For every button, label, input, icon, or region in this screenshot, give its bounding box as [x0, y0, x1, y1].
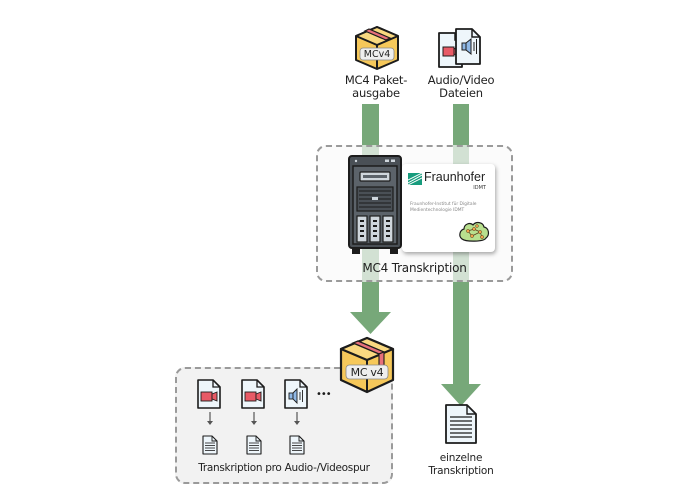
single-transcript-document-icon [444, 403, 478, 445]
server-tower-icon [347, 154, 403, 256]
package-label-line2: ausgabe [352, 86, 400, 100]
brain-network-icon [458, 219, 490, 243]
small-arrow-down-icon [293, 412, 301, 426]
package-icon [354, 25, 400, 71]
single-transcript-label-line2: Transkription [428, 464, 494, 477]
transcript-document-icon [202, 435, 218, 455]
fraunhofer-description-line1: Fraunhofer-Institut für Digitale [410, 202, 477, 207]
arrow-right-head [441, 384, 481, 406]
package-tag: MCv4 [363, 49, 391, 60]
package-label-line1: MC4 Paket- [344, 73, 408, 87]
package-label: MC4 Paket- ausgabe [330, 74, 422, 100]
video-file-icon [240, 378, 266, 410]
fraunhofer-description-line2: Medientechnologie IDMT [410, 208, 465, 213]
more-tracks-ellipsis: ••• [316, 389, 332, 400]
files-label-line1: Audio/Video [427, 73, 495, 87]
single-transcript-label-line1: einzelne [439, 452, 483, 464]
video-file-icon [196, 378, 222, 410]
transcript-document-icon [289, 435, 305, 455]
transcript-document-icon [246, 435, 262, 455]
per-track-caption: Transkription pro Audio-/Videospur [198, 462, 370, 474]
fraunhofer-brand: Fraunhofer [424, 170, 486, 184]
small-arrow-down-icon [206, 412, 214, 426]
audio-file-icon [283, 378, 309, 410]
files-label-line2: Dateien [439, 86, 483, 100]
fraunhofer-card: Fraunhofer IDMT Fraunhofer-Institut für … [402, 164, 495, 252]
fraunhofer-sub-brand: IDMT [473, 185, 486, 191]
small-arrow-down-icon [250, 412, 258, 426]
files-label: Audio/Video Dateien [418, 74, 504, 100]
arrow-left-head [350, 312, 391, 334]
fraunhofer-description: Fraunhofer-Institut für Digitale Medient… [410, 202, 477, 214]
package-output-icon [339, 336, 395, 394]
package-output-tag: MC v4 [350, 366, 384, 379]
audio-video-files-icon [436, 27, 484, 71]
fraunhofer-logo-icon [408, 173, 422, 185]
transcription-service-title: MC4 Transkription [362, 261, 467, 275]
single-transcript-label: einzelne Transkription [418, 452, 504, 477]
